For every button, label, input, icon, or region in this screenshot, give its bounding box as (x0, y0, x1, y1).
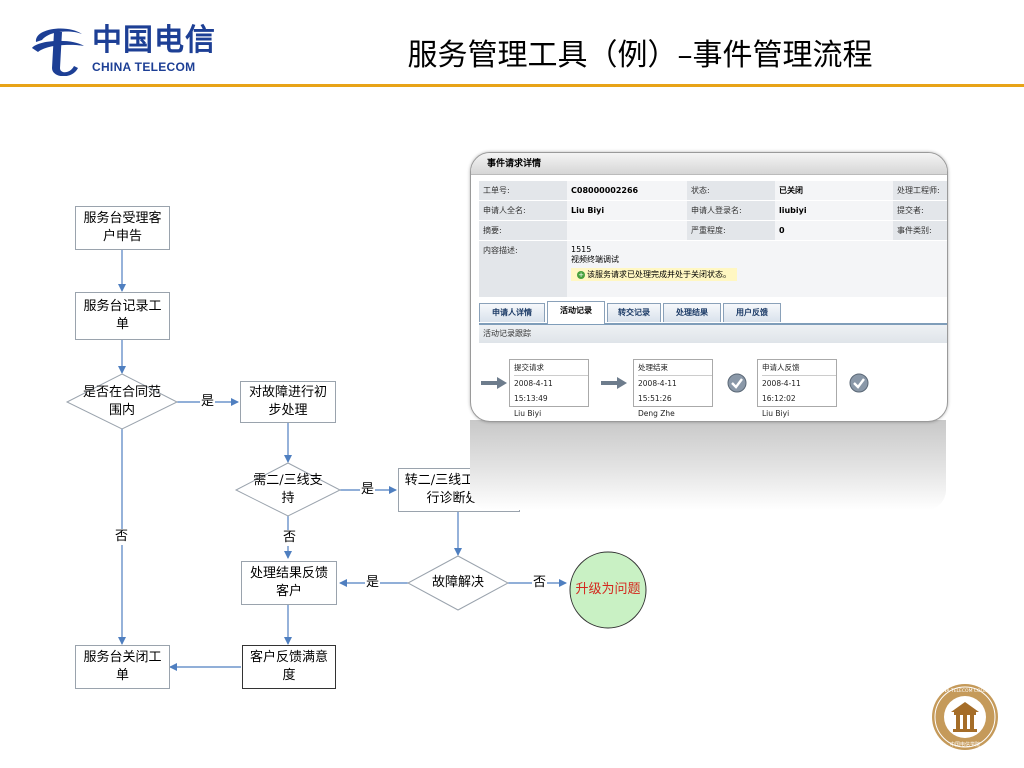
edge-label-d2-no: 否 (282, 530, 298, 546)
china-telecom-logo-icon (32, 28, 84, 76)
table-row: 工单号: C08000002266 状态: 已关闭 处理工程师: (479, 181, 947, 201)
content-description: 1515 视频终端调试 +该服务请求已处理完成并处于关闭状态。 (567, 240, 947, 298)
college-seal-logo-icon: 中国电信学院 CHINA TELECOM COLLEGE (932, 684, 998, 750)
ticket-detail-screenshot: 事件请求详情 工单号: C08000002266 状态: 已关闭 处理工程师: … (470, 152, 948, 422)
activity-step-feedback: 申请人反馈 2008-4-11 16:12:02 Liu Biyi (757, 359, 837, 418)
field-label: 处理工程师: (893, 181, 947, 201)
node-helpdesk-accept: 服务台受理客户申告 (75, 206, 170, 250)
field-value: 0 (775, 220, 893, 241)
node-initial-handling: 对故障进行初步处理 (240, 381, 336, 423)
content-line: 1515 (571, 245, 592, 254)
status-note-text: 该服务请求已处理完成并处于关闭状态。 (587, 270, 731, 279)
content-line: 视频终端调试 (571, 255, 619, 264)
node-satisfaction: 客户反馈满意度 (242, 645, 336, 689)
detail-tab-bar: 申请人详情 活动记录 转交记录 处理结果 用户反馈 (479, 301, 947, 325)
field-label: 申请人全名: (479, 200, 567, 221)
logo-chinese-text: 中国电信 (92, 23, 216, 58)
node-helpdesk-close: 服务台关闭工单 (75, 645, 170, 689)
college-logo-en: CHINA TELECOM COLLEGE (935, 688, 995, 694)
edge-label-d3-no: 否 (532, 575, 548, 591)
screenshot-reflection (470, 420, 946, 510)
decision-need-support: 需二/三线支持 (253, 473, 323, 506)
tab-transfer-log[interactable]: 转交记录 (607, 303, 661, 322)
ticket-fields-table: 工单号: C08000002266 状态: 已关闭 处理工程师: 申请人全名: … (479, 181, 947, 298)
node-helpdesk-record: 服务台记录工单 (75, 292, 170, 340)
field-label: 摘要: (479, 220, 567, 241)
ticket-detail-title: 事件请求详情 (471, 153, 947, 175)
edge-label-d1-yes: 是 (200, 394, 216, 410)
table-row: 内容描述: 1515 视频终端调试 +该服务请求已处理完成并处于关闭状态。 (479, 240, 947, 298)
header-divider (0, 84, 1024, 87)
tab-activity-log[interactable]: 活动记录 (547, 301, 605, 324)
arrow-right-icon (601, 377, 627, 389)
tab-results[interactable]: 处理结果 (663, 303, 721, 322)
step-name: 提交请求 (514, 360, 588, 376)
logo-english-text: CHINA TELECOM (92, 60, 196, 74)
step-person: Liu Biyi (514, 409, 542, 418)
step-time: 2008-4-11 16:12:02 (762, 379, 801, 403)
edge-label-d2-yes: 是 (360, 482, 376, 498)
step-person: Liu Biyi (762, 409, 790, 418)
tab-user-feedback[interactable]: 用户反馈 (723, 303, 781, 322)
field-label: 严重程度: (687, 220, 775, 241)
field-value: liubiyi (775, 200, 893, 221)
table-row: 申请人全名: Liu Biyi 申请人登录名: liubiyi 提交者: (479, 200, 947, 221)
decision-resolved: 故障解决 (431, 575, 484, 590)
field-value: 已关闭 (775, 181, 893, 201)
step-time: 2008-4-11 15:51:26 (638, 379, 677, 403)
check-circle-icon (727, 373, 747, 393)
node-escalate-problem: 升级为问题 (575, 582, 641, 597)
step-person: Deng Zhe (638, 409, 675, 418)
arrow-right-icon (481, 377, 507, 389)
edge-label-d3-yes: 是 (365, 575, 381, 591)
activity-step-finish: 处理结束 2008-4-11 15:51:26 Deng Zhe (633, 359, 713, 418)
activity-log-header: 活动记录跟踪 (479, 325, 947, 343)
field-value: Liu Biyi (567, 200, 687, 221)
table-row: 摘要: 严重程度: 0 事件类别: (479, 220, 947, 241)
node-feedback-customer: 处理结果反馈客户 (241, 561, 337, 605)
field-value: C08000002266 (567, 181, 687, 201)
field-label: 申请人登录名: (687, 200, 775, 221)
step-time: 2008-4-11 15:13:49 (514, 379, 553, 403)
info-icon: + (577, 271, 585, 279)
edge-label-d1-no: 否 (114, 529, 130, 545)
slide-title: 服务管理工具（例）–事件管理流程 (407, 38, 873, 73)
field-label: 事件类别: (893, 220, 947, 241)
field-label: 状态: (687, 181, 775, 201)
decision-in-contract: 是否在合同范围内 (82, 385, 161, 418)
field-label: 工单号: (479, 181, 567, 201)
field-value (567, 220, 687, 241)
tab-applicant-details[interactable]: 申请人详情 (479, 303, 545, 322)
decision-shape-d1 (65, 373, 179, 430)
check-circle-icon (849, 373, 869, 393)
step-name: 申请人反馈 (762, 360, 836, 376)
decision-shape-d2 (234, 462, 342, 517)
field-label: 内容描述: (479, 240, 567, 298)
field-label: 提交者: (893, 200, 947, 221)
step-name: 处理结束 (638, 360, 712, 376)
decision-shape-d3 (406, 555, 510, 611)
status-note: +该服务请求已处理完成并处于关闭状态。 (571, 268, 737, 281)
activity-step-submit: 提交请求 2008-4-11 15:13:49 Liu Biyi (509, 359, 589, 418)
college-logo-cn: 中国电信学院 (950, 741, 980, 748)
escalation-circle-shape (569, 551, 647, 629)
